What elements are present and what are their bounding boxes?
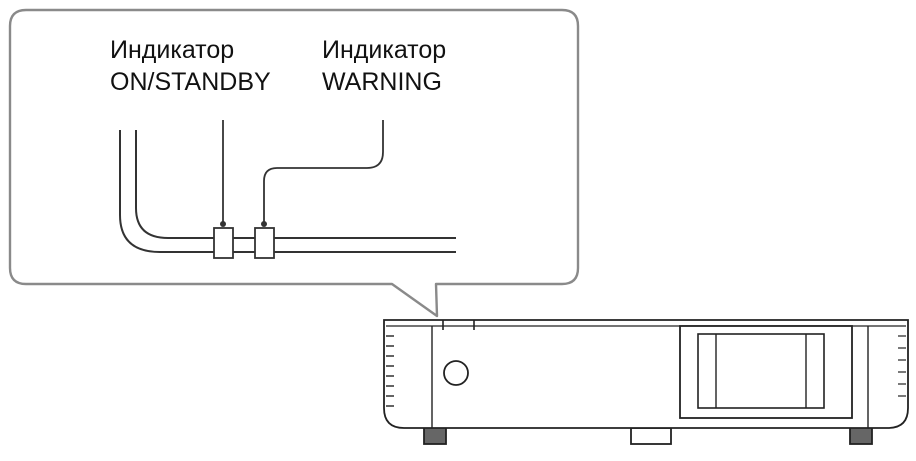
on-standby-label-line2: ON/STANDBY <box>110 68 271 96</box>
warning-label: Индикатор WARNING <box>322 34 446 98</box>
warning-leader <box>261 120 384 227</box>
on-standby-indicator <box>213 227 234 259</box>
warning-label-line2: WARNING <box>322 68 442 96</box>
lens-window <box>679 325 853 419</box>
on-standby-label: Индикатор ON/STANDBY <box>110 34 271 98</box>
power-button <box>443 360 469 386</box>
magnified-housing-edge <box>119 130 456 253</box>
warning-label-line1: Индикатор <box>322 36 447 64</box>
on-standby-leader <box>220 120 226 227</box>
on-standby-label-line1: Индикатор <box>110 36 235 64</box>
callout-bubble <box>8 8 580 318</box>
right-vent <box>898 335 906 397</box>
projector <box>383 319 909 445</box>
left-vent <box>386 335 394 407</box>
warning-indicator <box>254 227 275 259</box>
